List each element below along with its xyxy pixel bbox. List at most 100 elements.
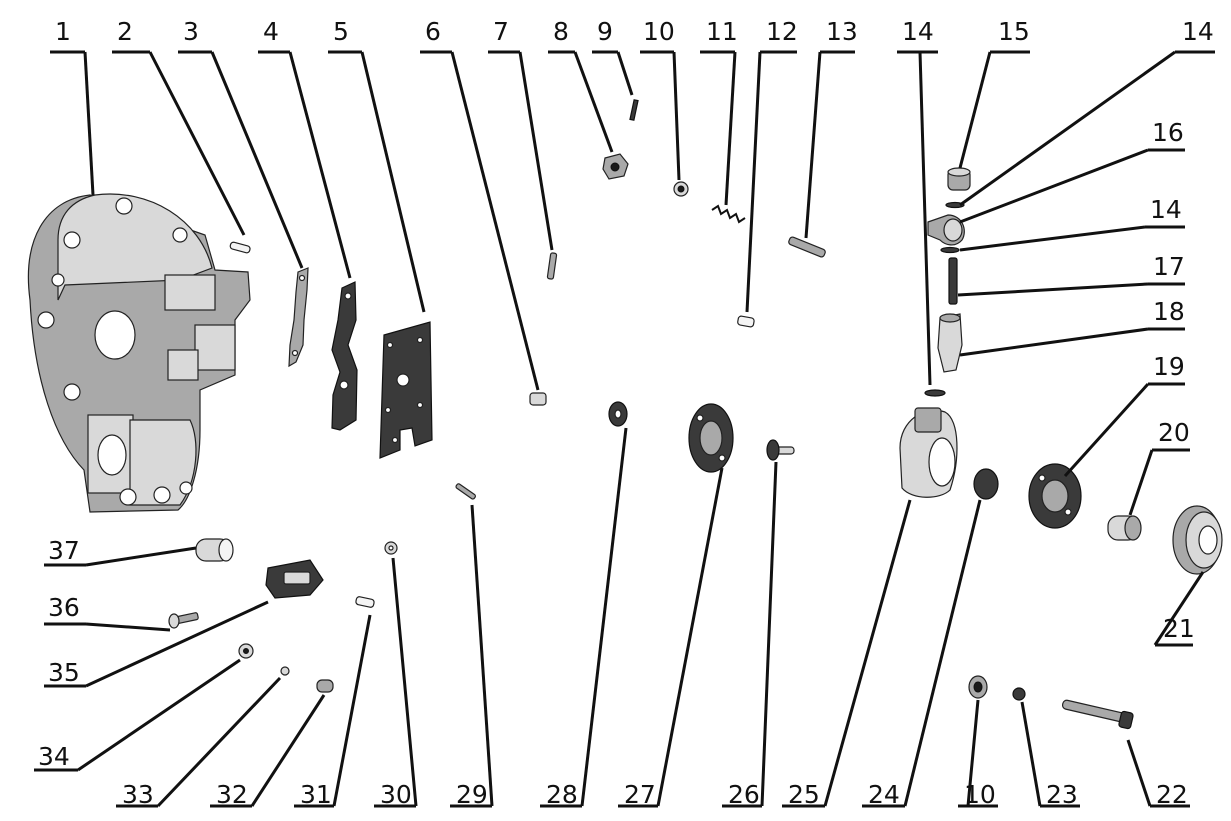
- callout-22: 22: [1126, 739, 1190, 809]
- part-11-spring: [711, 204, 746, 224]
- part-26-valve: [766, 439, 795, 461]
- part-19-flange: [1028, 463, 1082, 529]
- part-3-lever: [288, 267, 309, 368]
- part-10-washer-bottom: [968, 675, 988, 699]
- callout-label: 16: [1152, 118, 1184, 147]
- callout-11: 11: [700, 17, 738, 206]
- callout-label: 26: [728, 780, 760, 809]
- part-23-ball: [1012, 687, 1026, 701]
- callout-7: 7: [488, 17, 554, 251]
- callout-12: 12: [745, 17, 798, 313]
- callout-23: 23: [1020, 701, 1080, 809]
- parts-layer: [27, 99, 1223, 730]
- callout-4: 4: [258, 17, 352, 279]
- callout-26: 26: [722, 461, 778, 809]
- callout-28: 28: [540, 427, 628, 809]
- callout-27: 27: [618, 467, 724, 809]
- callout-label: 18: [1153, 297, 1185, 326]
- callout-label: 32: [216, 780, 248, 809]
- part-27-flange: [688, 403, 734, 473]
- callout-24: 24: [862, 499, 982, 809]
- callout-label: 7: [493, 17, 509, 46]
- callout-label: 34: [38, 742, 70, 771]
- part-14-washer-b: [940, 246, 960, 254]
- callout-16: 16: [959, 118, 1185, 224]
- callout-33: 33: [116, 676, 282, 809]
- part-30-washer: [384, 541, 398, 555]
- callout-6: 6: [420, 17, 540, 391]
- part-13-rod: [788, 236, 826, 258]
- callout-label: 17: [1153, 252, 1185, 281]
- part-7-screw: [546, 252, 558, 280]
- callout-label: 21: [1163, 614, 1195, 643]
- part-4-lever: [331, 281, 358, 431]
- callout-label: 5: [333, 17, 349, 46]
- part-9-pin: [629, 99, 639, 121]
- callout-14-top: 14: [897, 17, 938, 386]
- part-5-plate: [379, 321, 433, 459]
- callout-32: 32: [210, 694, 326, 809]
- callout-35: 35: [44, 600, 269, 688]
- callout-label: 14: [1150, 195, 1182, 224]
- part-15-cap-nut: [947, 167, 971, 191]
- part-14-washer-c: [924, 389, 946, 397]
- callout-label: 9: [597, 17, 613, 46]
- part-35-bracket: [265, 559, 324, 599]
- callout-29: 29: [450, 504, 494, 809]
- part-16-banjo: [927, 214, 965, 246]
- part-18-fitting: [937, 313, 963, 373]
- callout-8: 8: [548, 17, 614, 153]
- callout-label: 15: [998, 17, 1030, 46]
- part-31-pin: [355, 596, 375, 608]
- callout-label: 14: [902, 17, 934, 46]
- part-2-pin: [229, 241, 251, 254]
- part-20-bushing: [1107, 515, 1142, 541]
- callout-5: 5: [328, 17, 426, 313]
- callout-label: 11: [706, 17, 738, 46]
- callout-label: 10: [643, 17, 675, 46]
- part-22-bolt: [1061, 699, 1134, 730]
- callout-label: 29: [456, 780, 488, 809]
- callout-label: 2: [117, 17, 133, 46]
- callout-18: 18: [959, 297, 1185, 357]
- part-8-nut: [602, 153, 629, 180]
- callout-31: 31: [294, 614, 372, 809]
- callout-label: 25: [788, 780, 820, 809]
- callout-label: 4: [263, 17, 279, 46]
- callout-21: 21: [1153, 571, 1205, 647]
- callout-1: 1: [50, 17, 95, 196]
- part-36-bolt: [168, 612, 199, 629]
- callout-label: 30: [380, 780, 412, 809]
- callout-label: 37: [48, 536, 80, 565]
- callout-label: 33: [122, 780, 154, 809]
- callout-label: 12: [766, 17, 798, 46]
- callout-13: 13: [804, 17, 858, 239]
- callout-label: 36: [48, 593, 80, 622]
- callout-label: 27: [624, 780, 656, 809]
- callout-36: 36: [44, 593, 171, 632]
- part-25-body: [899, 407, 958, 498]
- callout-label: 24: [868, 780, 900, 809]
- callout-15: 15: [958, 17, 1030, 169]
- callout-label: 23: [1046, 780, 1078, 809]
- callouts-layer: 1 2 3 4 5 6 7: [34, 17, 1215, 809]
- callout-label: 8: [553, 17, 569, 46]
- callout-34: 34: [34, 658, 241, 772]
- callout-17: 17: [957, 252, 1185, 297]
- part-10-washer-top: [673, 181, 689, 197]
- callout-20: 20: [1128, 418, 1190, 516]
- callout-19: 19: [1063, 352, 1185, 478]
- callout-label: 19: [1153, 352, 1185, 381]
- callout-label: 1: [55, 17, 71, 46]
- callout-10-top: 10: [640, 17, 681, 181]
- callout-14-middle-right: 14: [959, 195, 1185, 252]
- callout-3: 3: [178, 17, 304, 269]
- callout-30: 30: [374, 557, 418, 809]
- callout-label: 22: [1156, 780, 1188, 809]
- callout-label: 6: [425, 17, 441, 46]
- part-21-flange: [1172, 505, 1223, 575]
- callout-label: 3: [183, 17, 199, 46]
- callout-37: 37: [44, 536, 197, 567]
- part-32-cylinder: [316, 679, 334, 693]
